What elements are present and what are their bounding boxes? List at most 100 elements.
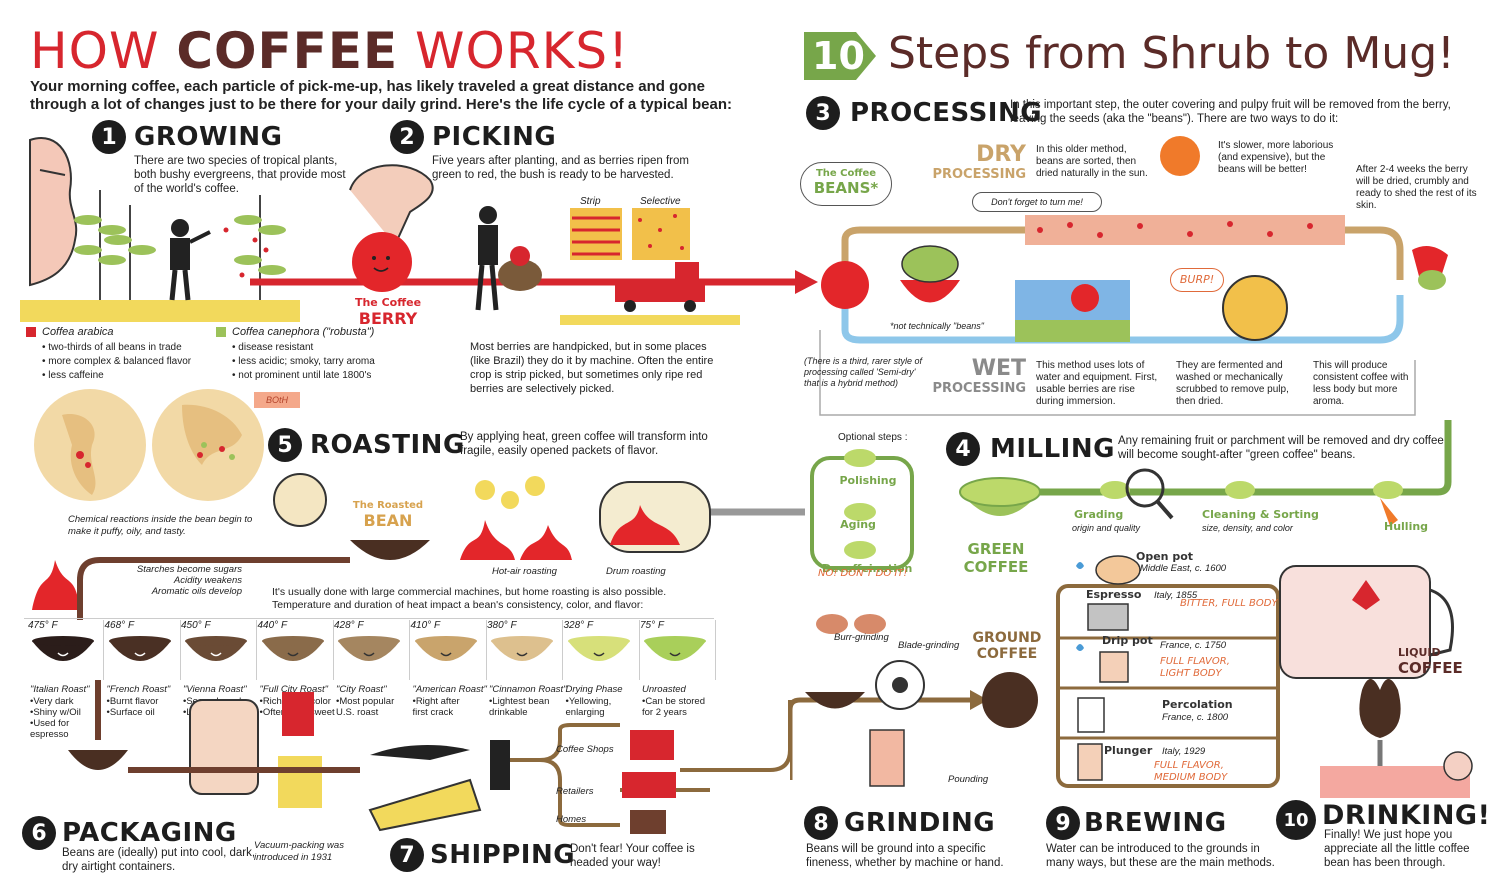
- picking-illustration: [250, 164, 818, 325]
- roast-name: "Italian Roast": [30, 684, 90, 695]
- roast-temp: 410° F: [410, 620, 441, 631]
- shipping-illustration: [368, 700, 792, 834]
- both-label: BOtH: [254, 392, 300, 408]
- burr-label: Burr-grinding: [834, 632, 889, 643]
- roast-level-label: "Italian Roast"•Very dark•Shiny w/Oil•Us…: [30, 684, 110, 740]
- dest-homes: Homes: [556, 814, 587, 825]
- roast-temp: 475° F: [28, 620, 58, 631]
- roast-level-label: Drying Phase•Yellowing,enlarging: [566, 684, 646, 718]
- roast-note: U.S. roast: [336, 707, 379, 718]
- intro-text: Your morning coffee, each particle of pi…: [30, 78, 733, 113]
- roast-temp: 440° F: [257, 620, 288, 631]
- step-10-number: 10: [1276, 800, 1316, 840]
- picking-note: Most berries are handpicked, but in some…: [470, 341, 714, 395]
- roast-name: Drying Phase: [565, 684, 623, 695]
- roast-changes: Starches become sugars Acidity weakens A…: [136, 564, 242, 597]
- brewing-illustration: [1056, 555, 1290, 788]
- roast-temp: 75° F: [640, 620, 665, 631]
- arabica-swatch: [26, 327, 36, 337]
- brew-method-name: Espresso: [1086, 588, 1142, 601]
- step-2-number: 2: [390, 120, 424, 154]
- roast-note: •Used for: [30, 718, 70, 729]
- roast-bean-icon: [185, 636, 247, 661]
- brew-method-origin: Middle East, c. 1600: [1140, 563, 1227, 574]
- step-3-title: PROCESSING: [850, 98, 1043, 128]
- coffee-beans-bubble: The Coffee BEANS*: [800, 162, 892, 206]
- packaging-desc: Beans are (ideally) put into cool, dark,…: [62, 847, 256, 873]
- dest-coffee-shops: Coffee Shops: [556, 744, 614, 755]
- roast-level-3: 440° F: [258, 620, 334, 680]
- packaging-illustration: [68, 680, 360, 808]
- step-10-title: DRINKING!: [1322, 800, 1491, 831]
- ground-coffee-label: GROUND COFFEE: [972, 630, 1042, 662]
- brewing-desc: Water can be introduced to the grounds i…: [1046, 843, 1275, 869]
- step-8-title: GRINDING: [844, 808, 996, 838]
- brew-method-origin: France, c. 1800: [1162, 712, 1229, 723]
- drinking-illustration: [1279, 565, 1473, 798]
- roast-note: first crack: [412, 707, 454, 718]
- step-6-title: PACKAGING: [62, 818, 237, 848]
- picking-desc: Five years after planting, and as berrie…: [432, 155, 689, 181]
- milling-desc: Any remaining fruit or parchment will be…: [1118, 435, 1444, 461]
- roast-level-5: 410° F: [411, 620, 487, 680]
- roast-level-0: 475° F: [28, 620, 104, 680]
- step-1-title: GROWING: [134, 122, 283, 152]
- step-5-title: ROASTING: [310, 430, 465, 460]
- roast-note: drinkable: [489, 707, 528, 718]
- step-3-number: 3: [806, 96, 840, 130]
- no-dont-note: NO! DON'T DO IT!: [818, 568, 908, 579]
- robusta-swatch: [216, 327, 226, 337]
- hot-air-label: Hot-air roasting: [492, 566, 557, 577]
- roast-name: Unroasted: [642, 684, 686, 695]
- roast-bean-icon: [32, 636, 94, 661]
- roast-note: •Lightest bean: [489, 696, 550, 707]
- burp-bubble: BURP!: [1170, 268, 1224, 292]
- step-9-number: 9: [1046, 806, 1080, 840]
- blade-label: Blade-grinding: [898, 640, 960, 651]
- step-7-number: 7: [390, 838, 424, 872]
- roast-level-7: 328° F: [564, 620, 640, 680]
- roast-note: for 2 years: [642, 707, 687, 718]
- roast-note: •Surface oil: [106, 707, 155, 718]
- brew-method-name: Plunger: [1104, 744, 1153, 757]
- growing-desc: There are two species of tropical plants…: [134, 155, 346, 195]
- roast-note: •Can be stored: [642, 696, 706, 707]
- roast-level-8: 75° F: [640, 620, 716, 680]
- pounding-label: Pounding: [948, 774, 989, 785]
- step-9-title: BREWING: [1084, 808, 1227, 838]
- roast-temp: 428° F: [334, 620, 364, 631]
- coffee-berry-label: The Coffee BERRY: [354, 296, 422, 328]
- roast-note: •Most popular: [336, 696, 395, 707]
- shipping-desc: Don't fear! Your coffee is headed your w…: [570, 843, 695, 869]
- main-title: HOW COFFEE WORKS!: [30, 22, 630, 80]
- cleaning-label: Cleaning & Sorting: [1202, 508, 1319, 521]
- roast-bean-icon: [261, 636, 324, 661]
- processing-illustration: [819, 136, 1448, 416]
- dry-text-2: It's slower, more laborious (and expensi…: [1218, 140, 1334, 175]
- wet-text-3: This will produce consistent coffee with…: [1313, 360, 1409, 407]
- roast-note: •Very dark: [30, 696, 74, 707]
- wet-processing-label: WET PROCESSING: [932, 356, 1026, 396]
- wet-text-2: They are fermented and washed or mechani…: [1176, 360, 1289, 407]
- arabica-name: Coffea arabica: [42, 326, 114, 338]
- optional-steps-label: Optional steps :: [838, 432, 908, 443]
- arabica-points: two-thirds of all beans in trade more co…: [42, 341, 212, 383]
- roast-name: "American Roast": [412, 684, 487, 695]
- grinding-desc: Beans will be ground into a specific fin…: [806, 843, 1004, 869]
- roast-temp: 328° F: [563, 620, 594, 631]
- step-5-number: 5: [268, 428, 302, 462]
- brew-method-origin: Italy, 1855: [1154, 590, 1198, 601]
- roast-temp: 450° F: [181, 620, 211, 631]
- drum-label: Drum roasting: [606, 566, 666, 577]
- roasting-usually: It's usually done with large commercial …: [272, 586, 667, 611]
- roast-bean-icon: [567, 636, 630, 661]
- brew-method-origin: Italy, 1929: [1162, 746, 1206, 757]
- roast-note: espresso: [30, 729, 69, 740]
- drinking-desc: Finally! We just hope you appreciate all…: [1324, 829, 1470, 869]
- aging-label: Aging: [840, 518, 876, 531]
- wet-text-1: This method uses lots of water and equip…: [1036, 360, 1158, 407]
- roast-name: "Full City Roast": [259, 684, 329, 695]
- step-4-title: MILLING: [990, 434, 1115, 464]
